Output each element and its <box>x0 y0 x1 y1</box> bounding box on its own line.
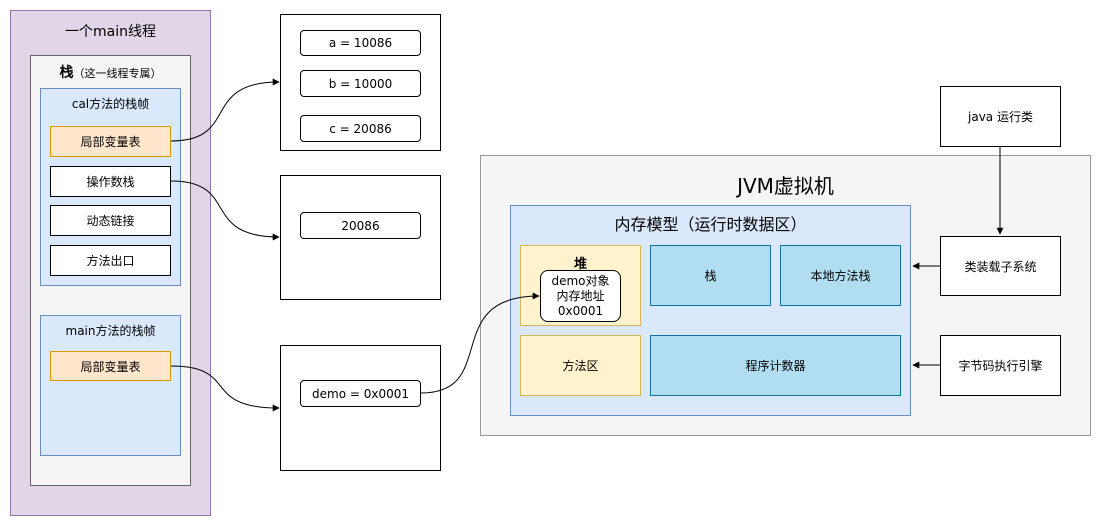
operand-value: 20086 <box>300 212 421 239</box>
java-run-class-box: java 运行类 <box>940 86 1061 147</box>
stack-title: 栈 <box>59 65 74 81</box>
cal-local-variable-table: 局部变量表 <box>50 126 171 157</box>
memory-value-c: c = 20086 <box>300 115 421 142</box>
cal-method-exit: 方法出口 <box>50 245 171 276</box>
demo-object-line-3: 0x0001 <box>557 303 604 318</box>
jvm-title: JVM虚拟机 <box>737 174 834 198</box>
memory-value-b: b = 10000 <box>300 70 421 97</box>
class-loader-subsystem-box: 类装载子系统 <box>940 236 1061 296</box>
thread-title: 一个main线程 <box>65 24 156 40</box>
memory-value-a: a = 10086 <box>300 30 421 56</box>
heap-title: 堆 <box>573 257 587 272</box>
jvm-stack-area: 栈 <box>650 245 771 306</box>
cal-frame-title: cal方法的栈帧 <box>71 97 150 111</box>
demo-object: demo对象 内存地址 0x0001 <box>540 270 621 322</box>
memory-model-title: 内存模型（运行时数据区） <box>614 215 807 234</box>
native-method-stack-area: 本地方法栈 <box>780 245 901 306</box>
demo-reference-value: demo = 0x0001 <box>300 380 421 407</box>
demo-object-line-2: 内存地址 <box>556 288 605 303</box>
stack-title-row: 栈（这一线程专属） <box>30 62 191 82</box>
main-locals-memory-box <box>280 345 441 471</box>
method-area: 方法区 <box>520 335 641 396</box>
main-frame-title: main方法的栈帧 <box>65 324 156 338</box>
program-counter-area: 程序计数器 <box>650 335 901 396</box>
stack-subtitle: （这一线程专属） <box>73 67 162 80</box>
main-frame <box>40 315 181 456</box>
cal-dynamic-linking: 动态链接 <box>50 205 171 236</box>
demo-object-line-1: demo对象 <box>551 273 610 288</box>
main-local-variable-table: 局部变量表 <box>50 351 171 381</box>
bytecode-execution-engine-box: 字节码执行引擎 <box>940 335 1061 396</box>
cal-operand-stack: 操作数栈 <box>50 166 171 197</box>
